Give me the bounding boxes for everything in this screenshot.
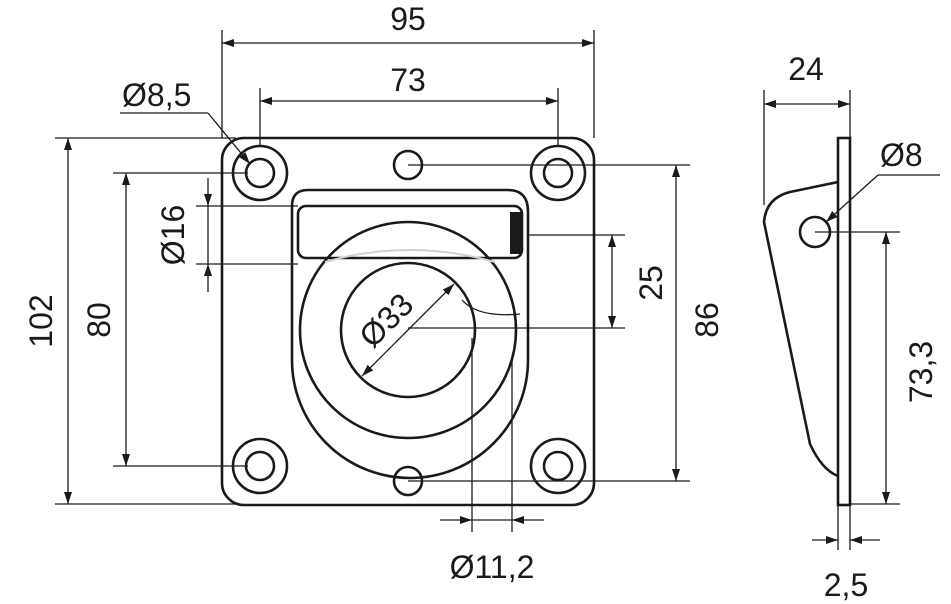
dimension-ring-inner-diameter: Ø33 [352, 283, 455, 377]
dimension-overall-width: 95 [221, 1, 595, 138]
ring-offset-label: 25 [633, 265, 669, 301]
overall-height-label: 102 [23, 294, 59, 347]
dimension-overall-height: 102 [23, 137, 236, 505]
dimension-pivot-height: 73,3 [815, 231, 939, 505]
mounting-hole-bottom-right [529, 437, 587, 495]
side-depth-label: 24 [788, 51, 824, 87]
plate-height-label: 86 [689, 302, 725, 338]
side-plate [836, 136, 852, 507]
ring-outer [298, 220, 518, 440]
handle-diameter-label: Ø16 [155, 205, 191, 265]
side-bracket [762, 180, 839, 478]
mounting-hole-top-right [529, 144, 587, 202]
mounting-plate [220, 136, 596, 507]
hole-spacing-height-label: 80 [81, 302, 117, 338]
overall-width-label: 95 [390, 1, 426, 37]
ring-inner-diameter-label: Ø33 [352, 286, 420, 354]
dimension-plate-height: 86 [408, 164, 725, 482]
ring-link [461, 299, 521, 316]
wire-diameter-label: Ø11,2 [450, 549, 535, 585]
recess-outline [290, 188, 530, 480]
dimension-side-depth: 24 [763, 51, 851, 205]
dimension-mounting-hole-diameter: Ø8,5 [120, 77, 251, 165]
handle-bar-end [510, 212, 522, 254]
pivot-height-label: 73,3 [903, 341, 939, 403]
hole-spacing-width-label: 73 [390, 62, 426, 98]
ring-highlight [324, 249, 496, 263]
plate-thickness-label: 2,5 [824, 567, 868, 603]
dimension-handle-diameter: Ø16 [155, 178, 298, 292]
side-view [762, 136, 852, 507]
dimension-hole-spacing-height: 80 [81, 172, 248, 467]
dimension-plate-thickness: 2,5 [812, 505, 880, 603]
ring-inner [339, 261, 477, 399]
dimension-pivot-hole-diameter: Ø8 [825, 137, 940, 223]
pivot-hole-diameter-label: Ø8 [880, 137, 923, 173]
dimension-hole-spacing-width: 73 [259, 62, 559, 146]
dimension-wire-diameter: Ø11,2 [440, 338, 544, 585]
dimension-ring-offset: 25 [408, 234, 669, 329]
mounting-hole-diameter-label: Ø8,5 [122, 77, 191, 113]
